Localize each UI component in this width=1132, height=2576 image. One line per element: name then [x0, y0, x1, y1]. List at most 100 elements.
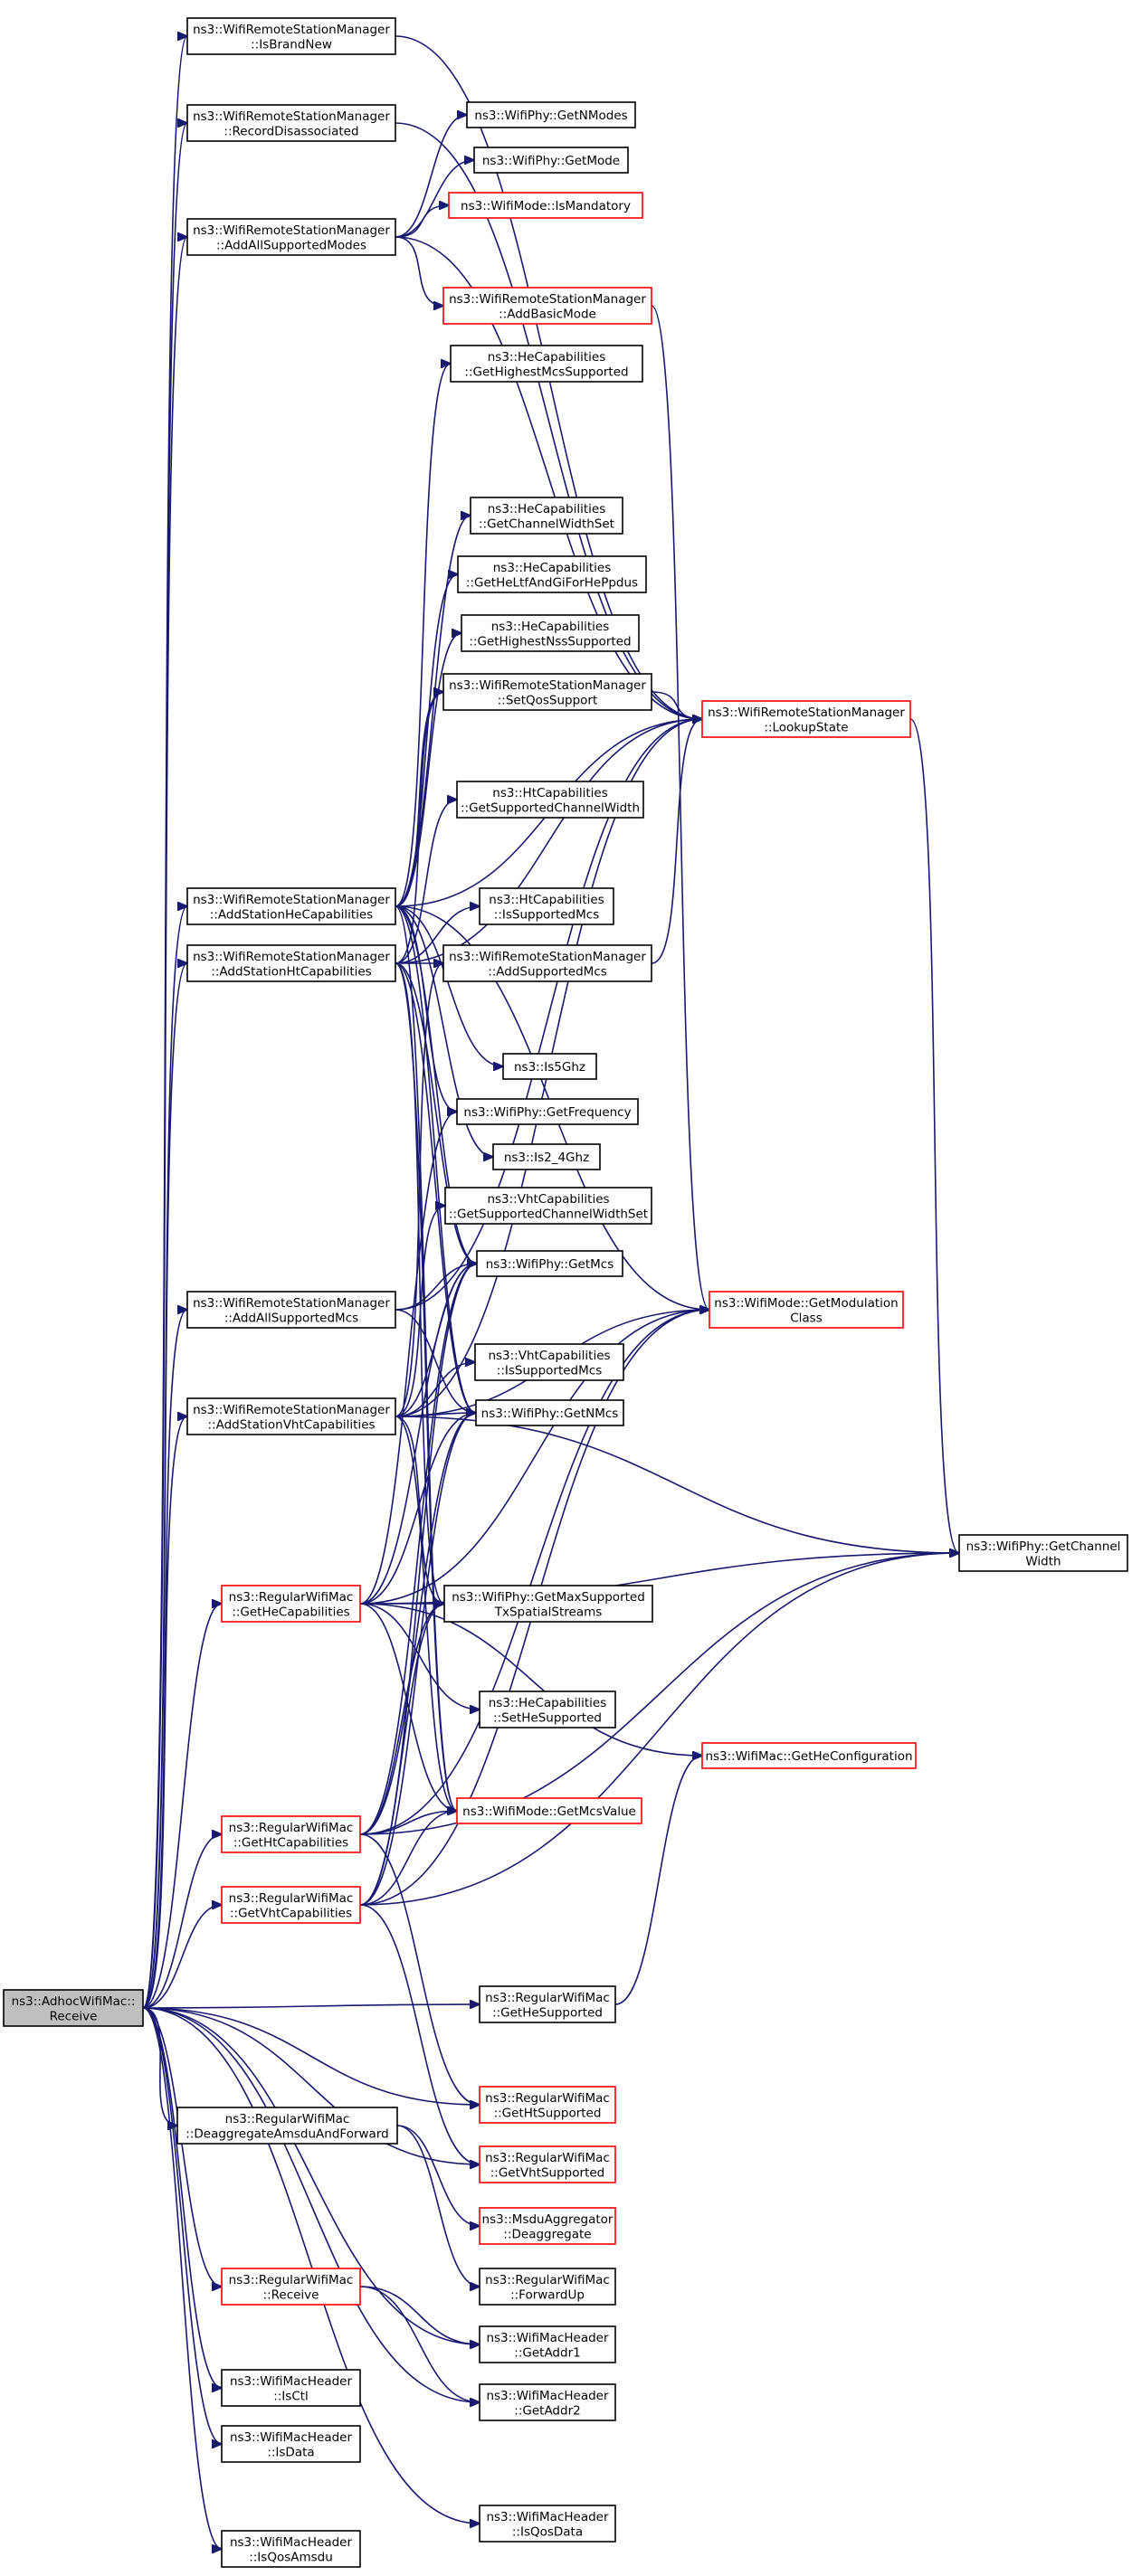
node-label: ::IsSupportedMcs: [494, 907, 599, 922]
node-box: [186, 1291, 396, 1329]
node-getMode[interactable]: ns3::WifiPhy::GetMode: [473, 147, 629, 174]
node-getMcsValue[interactable]: ns3::WifiMode::GetMcsValue: [456, 1797, 642, 1824]
node-label: ns3::WifiMac::GetHeConfiguration: [705, 1749, 912, 1764]
node-box: [492, 1143, 601, 1170]
node-getMaxSts[interactable]: ns3::WifiPhy::GetMaxSupportedTxSpatialSt…: [443, 1585, 653, 1623]
node-label: ::IsBrandNew: [251, 37, 332, 52]
node-root[interactable]: ns3::AdhocWifiMac::Receive: [3, 1989, 144, 2027]
node-isQosAmsdu[interactable]: ns3::WifiMacHeader::IsQosAmsdu: [221, 2530, 361, 2568]
edge-addStationHt-to-htGetSupportedCw: [395, 800, 457, 964]
node-getChannelWidth[interactable]: ns3::WifiPhy::GetChannelWidth: [958, 1534, 1128, 1572]
node-recordDisassoc[interactable]: ns3::WifiRemoteStationManager::RecordDis…: [186, 104, 396, 142]
node-addAllSupportedModes[interactable]: ns3::WifiRemoteStationManager::AddAllSup…: [186, 218, 396, 256]
node-box: [444, 1187, 652, 1225]
node-box: [479, 2505, 616, 2543]
node-getAddr2[interactable]: ns3::WifiMacHeader::GetAddr2: [479, 2383, 616, 2421]
node-label: ns3::RegularWifiMac: [229, 1821, 354, 1835]
node-box: [442, 673, 652, 711]
node-forwardUp[interactable]: ns3::RegularWifiMac::ForwardUp: [479, 2268, 616, 2306]
node-label: ::IsQosAmsdu: [249, 2550, 333, 2564]
node-isCtl[interactable]: ns3::WifiMacHeader::IsCtl: [221, 2369, 361, 2407]
node-getHeSupported[interactable]: ns3::RegularWifiMac::GetHeSupported: [479, 1985, 616, 2023]
node-label: Class: [790, 1311, 823, 1325]
node-deaggAmsdu[interactable]: ns3::RegularWifiMac::DeaggregateAmsduAnd…: [176, 2107, 398, 2145]
node-getHeConfiguration[interactable]: ns3::WifiMac::GetHeConfiguration: [701, 1742, 917, 1769]
node-box: [221, 1815, 361, 1853]
node-box: [476, 1250, 623, 1277]
node-isMandatory[interactable]: ns3::WifiMode::IsMandatory: [448, 192, 643, 219]
node-label: ::Receive: [263, 2287, 319, 2302]
node-addStationHe[interactable]: ns3::WifiRemoteStationManager::AddStatio…: [186, 887, 396, 925]
node-htIsSupportedMcs[interactable]: ns3::HtCapabilities::IsSupportedMcs: [479, 887, 614, 925]
node-is24Ghz[interactable]: ns3::Is2_4Ghz: [492, 1143, 601, 1170]
edge-deaggAmsdu-to-forwardUp: [396, 2125, 480, 2287]
node-isQosData[interactable]: ns3::WifiMacHeader::IsQosData: [479, 2505, 616, 2543]
node-label: ::GetAddr2: [514, 2403, 580, 2418]
node-label: ns3::WifiRemoteStationManager: [193, 893, 390, 907]
node-heSetHeSupported[interactable]: ns3::HeCapabilities::SetHeSupported: [479, 1690, 616, 1728]
edge-regReceive-to-getAddr2: [359, 2286, 480, 2402]
node-label: ns3::VhtCapabilities: [488, 1349, 610, 1363]
node-box: [473, 147, 629, 174]
node-label: ::AddSupportedMcs: [488, 964, 607, 979]
node-setQosSupport[interactable]: ns3::WifiRemoteStationManager::SetQosSup…: [442, 673, 652, 711]
edge-root-to-getAddr2: [142, 2007, 480, 2402]
node-addBasicMode[interactable]: ns3::WifiRemoteStationManager::AddBasicM…: [442, 287, 652, 325]
node-label: ::SetHeSupported: [493, 1710, 602, 1725]
node-label: ::IsQosData: [512, 2524, 583, 2539]
node-label: ::GetSupportedChannelWidthSet: [449, 1207, 648, 1221]
edge-addStationHe-to-getMcs: [395, 905, 477, 1264]
node-isBrandNew[interactable]: ns3::WifiRemoteStationManager::IsBrandNe…: [186, 17, 396, 55]
node-vhtIsSupportedMcs[interactable]: ns3::VhtCapabilities::IsSupportedMcs: [474, 1343, 624, 1381]
node-label: ns3::WifiRemoteStationManager: [449, 678, 646, 693]
node-addStationVht[interactable]: ns3::WifiRemoteStationManager::AddStatio…: [186, 1397, 396, 1435]
edge-addStationHt-to-getMaxSts: [395, 962, 444, 1604]
node-box: [3, 1989, 144, 2027]
node-box: [443, 1585, 653, 1623]
edge-getHeCapabilities-to-getNMcs: [359, 1413, 476, 1605]
node-label: Receive: [50, 2009, 98, 2023]
edge-root-to-addAllSupportedModes: [142, 237, 187, 2009]
node-label: ::AddStationHtCapabilities: [211, 964, 371, 979]
edge-getHeCapabilities-to-getModulationClass: [359, 1310, 709, 1605]
node-label: ::GetAddr1: [514, 2345, 580, 2360]
node-getHtSupported[interactable]: ns3::RegularWifiMac::GetHtSupported: [479, 2086, 616, 2124]
node-addStationHt[interactable]: ns3::WifiRemoteStationManager::AddStatio…: [186, 944, 396, 982]
node-is5Ghz[interactable]: ns3::Is5Ghz: [502, 1053, 597, 1080]
node-getNModes[interactable]: ns3::WifiPhy::GetNModes: [466, 101, 636, 128]
node-heGetHighestMcs[interactable]: ns3::HeCapabilities::GetHighestMcsSuppor…: [450, 345, 643, 383]
node-heGetHeLtf[interactable]: ns3::HeCapabilities::GetHeLtfAndGiForHeP…: [457, 555, 647, 593]
node-isData[interactable]: ns3::WifiMacHeader::IsData: [221, 2425, 361, 2463]
node-heGetHighestNss[interactable]: ns3::HeCapabilities::GetHighestNssSuppor…: [461, 614, 640, 652]
node-getFrequency[interactable]: ns3::WifiPhy::GetFrequency: [456, 1098, 639, 1125]
node-addAllSupportedMcs[interactable]: ns3::WifiRemoteStationManager::AddAllSup…: [186, 1291, 396, 1329]
node-getVhtCapabilities[interactable]: ns3::RegularWifiMac::GetVhtCapabilities: [221, 1886, 361, 1924]
node-getVhtSupported[interactable]: ns3::RegularWifiMac::GetVhtSupported: [479, 2145, 616, 2183]
node-regReceive[interactable]: ns3::RegularWifiMac::Receive: [221, 2268, 361, 2306]
node-box: [479, 2207, 616, 2245]
node-msduDeaggregate[interactable]: ns3::MsduAggregator::Deaggregate: [479, 2207, 616, 2245]
node-htGetSupportedCw[interactable]: ns3::HtCapabilities::GetSupportedChannel…: [456, 781, 644, 819]
node-box: [448, 192, 643, 219]
node-box: [442, 287, 652, 325]
edge-root-to-isData: [142, 2007, 222, 2444]
edge-root-to-getVhtCapabilities: [142, 1905, 222, 2009]
node-addSupportedMcs[interactable]: ns3::WifiRemoteStationManager::AddSuppor…: [442, 944, 652, 982]
node-getMcs[interactable]: ns3::WifiPhy::GetMcs: [476, 1250, 623, 1277]
node-box: [461, 614, 640, 652]
node-label: ::AddAllSupportedMcs: [224, 1311, 358, 1325]
node-vhtGetSupportedCws[interactable]: ns3::VhtCapabilities::GetSupportedChanne…: [444, 1187, 652, 1225]
node-box: [502, 1053, 597, 1080]
edge-lookupState-to-getChannelWidth: [909, 718, 959, 1553]
node-getNMcs[interactable]: ns3::WifiPhy::GetNMcs: [475, 1399, 624, 1426]
edge-deaggAmsdu-to-msduDeaggregate: [396, 2125, 480, 2226]
node-label: ::AddBasicMode: [499, 307, 596, 321]
node-label: ns3::WifiRemoteStationManager: [193, 950, 390, 964]
node-getHtCapabilities[interactable]: ns3::RegularWifiMac::GetHtCapabilities: [221, 1815, 361, 1853]
node-getHeCapabilities[interactable]: ns3::RegularWifiMac::GetHeCapabilities: [221, 1585, 361, 1623]
edge-addStationHe-to-heGetHeLtf: [395, 574, 458, 907]
node-getAddr1[interactable]: ns3::WifiMacHeader::GetAddr1: [479, 2325, 616, 2363]
node-lookupState[interactable]: ns3::WifiRemoteStationManager::LookupSta…: [701, 700, 911, 738]
node-heGetChannelWidthSet[interactable]: ns3::HeCapabilities::GetChannelWidthSet: [470, 497, 623, 535]
